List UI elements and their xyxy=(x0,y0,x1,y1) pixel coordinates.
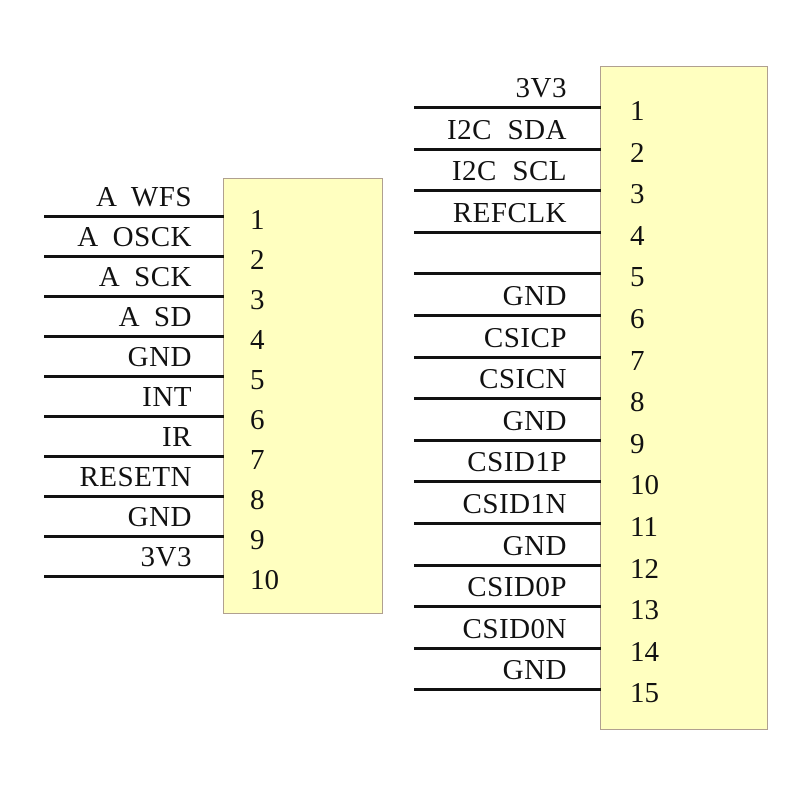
connector_right-pin-signal-label: CSID1N xyxy=(462,488,567,520)
connector_right-pin-signal-label: CSID0N xyxy=(462,612,567,645)
connector_right-pin-wire xyxy=(414,480,601,484)
connector_left-pin-number: 4 xyxy=(250,324,265,356)
connector_right-pin-signal-label: GND xyxy=(502,529,567,562)
connector_left-pin-wire xyxy=(44,535,224,538)
connector_right-pin-number: 15 xyxy=(630,677,659,710)
connector_right-pin-signal-label: GND xyxy=(502,280,567,312)
connector_right-pin-wire xyxy=(414,563,601,567)
connector_right-pin-signal-label: CSID0P xyxy=(467,571,567,604)
connector_right-pin-number: 2 xyxy=(630,136,645,169)
connector_left-pin-signal-label: GND xyxy=(127,341,192,373)
connector_right-pin-number: 7 xyxy=(630,344,645,377)
connector_left-pin-signal-label: RESETN xyxy=(79,461,192,493)
connector_right-pin-number: 6 xyxy=(630,303,645,335)
connector_left-pin-wire xyxy=(44,375,224,378)
connector_left-pin-number: 9 xyxy=(250,524,265,556)
connector_right-pin-wire xyxy=(414,189,601,193)
connector_left-pin-number: 7 xyxy=(250,444,265,476)
connector_right-pin-signal-label: CSID1P xyxy=(467,446,567,479)
connector_left-pin-wire xyxy=(44,295,224,298)
connector_left-pin-number: 8 xyxy=(250,484,265,516)
connector_left-pin-wire xyxy=(44,495,224,498)
connector_left-pin-wire xyxy=(44,415,224,418)
connector_left-pin-number: 6 xyxy=(250,404,265,436)
connector_right-pin-number: 5 xyxy=(630,261,645,294)
connector_right-pin-signal-label: GND xyxy=(502,404,567,437)
connector_right-pin-wire xyxy=(414,272,601,276)
connector_left-pin-signal-label: A OSCK xyxy=(77,221,192,253)
connector_right-pin-number: 9 xyxy=(630,427,645,460)
connector_right-pin-wire xyxy=(414,355,601,359)
connector_right-pin-number: 13 xyxy=(630,594,659,627)
connector_left-pin-signal-label: A SD xyxy=(118,301,192,333)
connector_right-pin-wire xyxy=(414,522,601,525)
connector_left-pin-wire xyxy=(44,455,224,458)
connector_left-pin-number: 10 xyxy=(250,564,279,596)
connector_left-pin-signal-label: A WFS xyxy=(96,181,192,213)
connector_right-pin-signal-label: 3V3 xyxy=(515,72,567,104)
connector_left-pin-number: 3 xyxy=(250,284,265,316)
connector_right-pin-number: 11 xyxy=(630,511,658,543)
connector_right-pin-number: 14 xyxy=(630,635,659,668)
connector_right-pin-signal-label: I2C SDA xyxy=(446,113,567,146)
connector_right-pin-number: 12 xyxy=(630,552,659,585)
connector_right-pin-wire xyxy=(414,605,601,609)
connector_right-pin-number: 8 xyxy=(630,386,645,419)
connector_left-pin-signal-label: GND xyxy=(127,501,192,533)
connector_left-pin-signal-label: 3V3 xyxy=(140,541,192,573)
connector_left-pin-number: 2 xyxy=(250,244,265,276)
connector_right-pin-signal-label: I2C SCL xyxy=(451,155,567,188)
right-connector-body xyxy=(600,66,768,730)
connector_left-pin-number: 5 xyxy=(250,364,265,396)
connector_left-pin-signal-label: IR xyxy=(162,421,192,453)
connector_right-pin-wire xyxy=(414,314,601,317)
connector_right-pin-wire xyxy=(414,438,601,442)
connector_right-pin-wire xyxy=(414,397,601,401)
connector_right-pin-wire xyxy=(414,688,601,692)
connector_right-pin-wire xyxy=(414,147,601,151)
connector_left-pin-wire xyxy=(44,255,224,258)
connector_left-pin-wire xyxy=(44,575,224,578)
connector_left-pin-wire xyxy=(44,335,224,338)
connector_right-pin-signal-label: REFCLK xyxy=(452,196,567,229)
connector_right-pin-number: 10 xyxy=(630,469,659,502)
connector_right-pin-signal-label: CSICP xyxy=(483,321,567,354)
connector_right-pin-wire xyxy=(414,646,601,650)
connector_right-pin-wire xyxy=(414,106,601,109)
connector_right-pin-signal-label: GND xyxy=(502,654,567,687)
left-connector-body xyxy=(223,178,383,614)
connector_right-pin-wire xyxy=(414,230,601,234)
connector_right-pin-number: 4 xyxy=(630,219,645,252)
connector_left-pin-signal-label: INT xyxy=(142,381,192,413)
connector_left-pin-signal-label: A SCK xyxy=(98,261,192,293)
connector_right-pin-signal-label: CSICN xyxy=(479,363,567,396)
connector_left-pin-number: 1 xyxy=(250,204,265,236)
connector_right-pin-number: 3 xyxy=(630,178,645,211)
connector_left-pin-wire xyxy=(44,215,224,218)
connector_right-pin-number: 1 xyxy=(630,95,645,127)
